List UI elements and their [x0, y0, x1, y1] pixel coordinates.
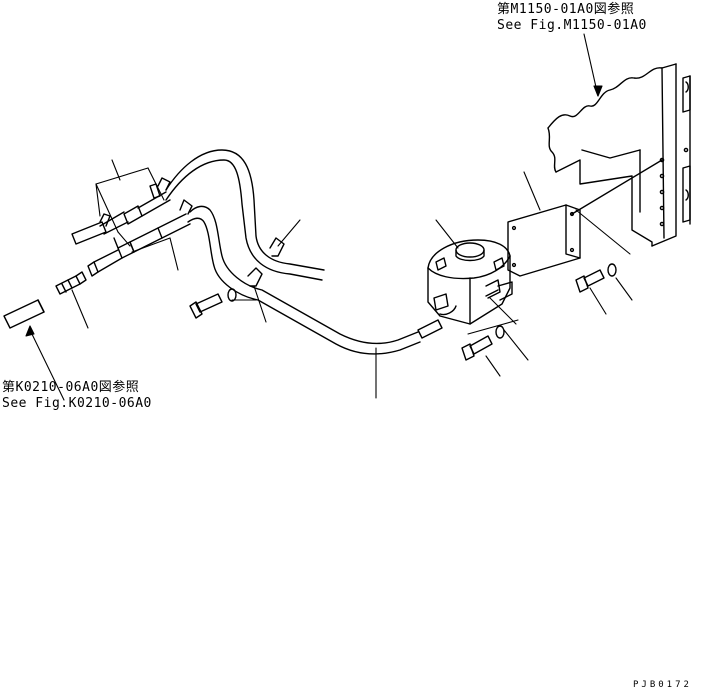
lower-connector — [88, 214, 190, 276]
frame-bracket — [548, 64, 690, 246]
reservoir-tank — [428, 240, 512, 324]
bolt-left — [190, 289, 236, 318]
hose-clamps — [158, 178, 284, 286]
lower-hose — [188, 206, 442, 354]
bolt-tank — [462, 326, 504, 360]
bolt-plate — [576, 264, 616, 292]
upper-connector — [72, 184, 170, 244]
upper-hose — [166, 150, 324, 280]
reference-left-en: See Fig.K0210-06A0 — [2, 396, 152, 411]
reference-left-jp: 第K0210-06A0図参照 — [2, 380, 140, 395]
reference-top-right-en: See Fig.M1150-01A0 — [497, 18, 647, 33]
reference-top-right-jp: 第M1150-01A0図参照 — [497, 2, 635, 17]
drawing-id: PJB0172 — [633, 680, 692, 690]
mounting-plate — [508, 160, 662, 276]
reference-left: 第K0210-06A0図参照 See Fig.K0210-06A0 — [2, 380, 152, 412]
leader-lines — [26, 34, 632, 400]
sleeve-tube — [4, 300, 44, 328]
nipple-fitting — [56, 272, 86, 294]
reference-top-right: 第M1150-01A0図参照 See Fig.M1150-01A0 — [497, 2, 647, 34]
